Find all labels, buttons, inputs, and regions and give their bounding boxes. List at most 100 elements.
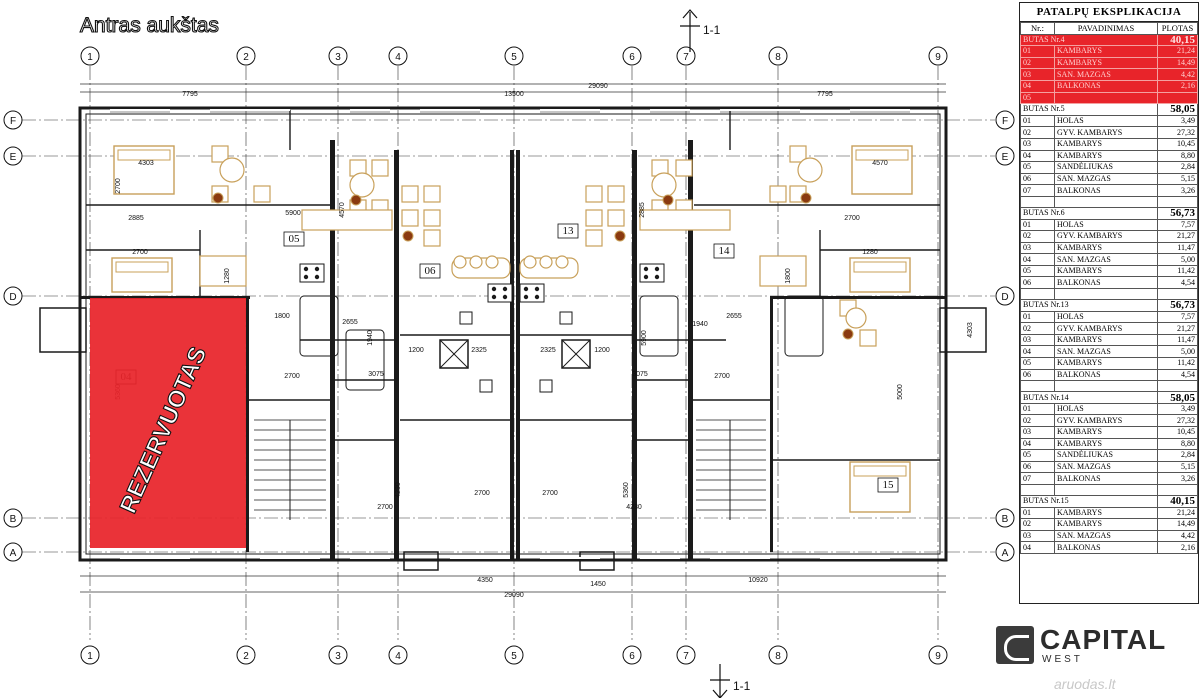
spacer-row — [1020, 288, 1198, 301]
grid-bubble — [388, 46, 408, 66]
unit-name: BUTAS Nr.15 — [1020, 494, 1158, 508]
grid-bubble — [995, 508, 1015, 528]
grid-column-label: 4 — [395, 52, 401, 63]
dimension-inner: 5000 — [897, 384, 904, 400]
room-nr: 04 — [1020, 437, 1055, 451]
bed — [849, 257, 911, 293]
room-name: SAN. MAZGAS — [1054, 68, 1158, 81]
room-nr: 03 — [1020, 68, 1055, 81]
room-name: GYV. KAMBARYS — [1054, 414, 1158, 427]
wall — [510, 150, 514, 560]
wall — [688, 140, 693, 370]
room-nr: 02 — [1020, 414, 1055, 427]
grid-column-label: 5 — [511, 52, 517, 63]
room-nr: 01 — [1020, 114, 1055, 128]
room-area: 4,42 — [1157, 529, 1198, 543]
chair — [401, 209, 419, 227]
header-nr: Nr.: — [1020, 22, 1055, 35]
grid-row-label: F — [10, 116, 16, 127]
table — [651, 172, 677, 198]
room-nr: 02 — [1020, 126, 1055, 139]
room-name: HOLAS — [1054, 310, 1158, 324]
grid-bubble — [928, 645, 948, 665]
grid-column-label: 8 — [775, 651, 781, 662]
stove — [487, 283, 513, 303]
grid-bubble — [80, 645, 100, 665]
room-name: KAMBARYS — [1054, 518, 1158, 531]
section-marker-bottom: 1-1 — [710, 664, 751, 698]
room-name: BALKONAS — [1054, 541, 1158, 554]
bathtub — [345, 329, 385, 391]
wall — [688, 370, 693, 560]
room-name: GYV. KAMBARYS — [1054, 126, 1158, 139]
room-area: 3,26 — [1157, 472, 1198, 485]
grid-column-label: 3 — [335, 52, 341, 63]
sofa — [639, 209, 731, 231]
room-name: SANDĖLIUKAS — [1054, 161, 1158, 174]
wall — [770, 296, 773, 552]
room-area: 2,16 — [1157, 541, 1198, 554]
room-area: 21,27 — [1157, 230, 1198, 243]
room-name: KAMBARYS — [1054, 426, 1158, 439]
grid-column-label: 2 — [243, 651, 249, 662]
room-name: SAN. MAZGAS — [1054, 172, 1158, 186]
partition — [561, 339, 591, 369]
room-label-box — [877, 477, 899, 493]
room-nr: 05 — [1020, 91, 1055, 105]
plant — [350, 194, 362, 206]
dimension-inner: 2325 — [471, 347, 487, 354]
dimension-inner: 2325 — [540, 347, 556, 354]
chair — [585, 209, 603, 227]
room-name: KAMBARYS — [1054, 357, 1158, 370]
dimension-inner: 1200 — [594, 347, 610, 354]
room-nr: 03 — [1020, 529, 1055, 543]
grid-row-label: E — [1002, 152, 1009, 163]
dimension-inner: 5900 — [641, 330, 648, 346]
dimension-top: 7795 — [182, 91, 198, 98]
dimension-inner: 2700 — [714, 373, 730, 380]
table — [349, 172, 375, 198]
dimension-inner: 2655 — [342, 319, 358, 326]
spacer-row — [1020, 195, 1198, 208]
logo-subtitle: WEST — [1042, 654, 1083, 665]
room-name: KAMBARYS — [1054, 264, 1158, 278]
grid-bubble — [236, 645, 256, 665]
room-nr: 07 — [1020, 184, 1055, 197]
room-nr: 05 — [1020, 264, 1055, 278]
partition — [439, 339, 469, 369]
grid-column-label: 8 — [775, 52, 781, 63]
grid-column-label: 6 — [629, 52, 635, 63]
room-area: 8,80 — [1157, 437, 1198, 451]
dimension-inner: 2700 — [474, 490, 490, 497]
grid-row-label: A — [10, 548, 17, 559]
watermark: aruodas.lt — [1054, 676, 1116, 692]
grid-row-label: B — [10, 514, 17, 525]
bed — [113, 145, 175, 195]
unit-area: 40,15 — [1157, 494, 1198, 508]
grid-column-label: 7 — [683, 52, 689, 63]
grid-bubble — [768, 645, 788, 665]
room-area: 11,42 — [1157, 264, 1198, 278]
table — [219, 157, 245, 183]
chair — [585, 229, 603, 247]
room-nr: 07 — [1020, 472, 1055, 485]
room-nr: 03 — [1020, 241, 1055, 255]
capital-west-logo: CAPITAL WEST — [996, 624, 1196, 670]
room-nr: 03 — [1020, 426, 1055, 439]
unit-area: 56,73 — [1157, 206, 1198, 220]
room-label-box — [557, 223, 579, 239]
chair — [423, 229, 441, 247]
room-name: KAMBARYS — [1054, 437, 1158, 451]
